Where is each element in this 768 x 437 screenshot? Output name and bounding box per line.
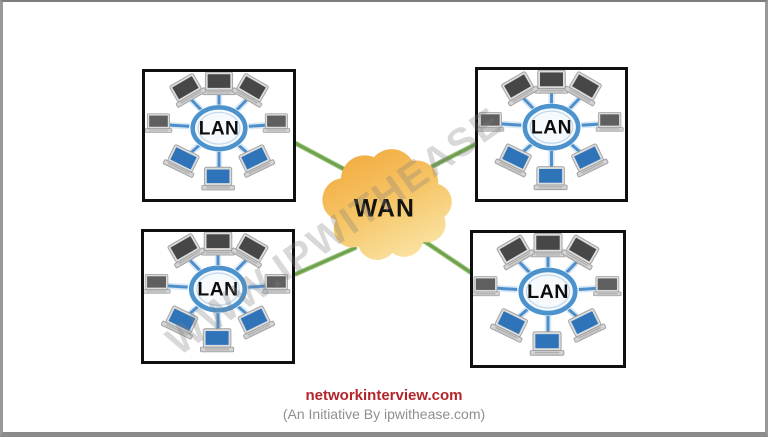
lan-box-top-left: LAN xyxy=(142,69,296,202)
lan-label: LAN xyxy=(199,119,240,140)
footer-tagline-text: (An Initiative By ipwithease.com) xyxy=(282,405,486,422)
link-lan-top-right xyxy=(431,142,478,168)
lan-box-bottom-left: LAN xyxy=(141,229,295,364)
wan-label: WAN xyxy=(354,195,415,222)
lan-label: LAN xyxy=(197,279,238,301)
wan-cloud-icon: WAN xyxy=(322,149,452,260)
lan-network-icon: LAN xyxy=(145,72,293,199)
lan-box-top-right: LAN xyxy=(475,67,628,202)
footer-site-text: networkinterview.com xyxy=(305,387,463,404)
wan-cloud: WAN xyxy=(313,135,458,271)
footer: networkinterview.com (An Initiative By i… xyxy=(3,387,765,422)
lan-network-icon: LAN xyxy=(144,232,292,361)
lan-box-bottom-right: LAN xyxy=(470,230,626,368)
lan-label: LAN xyxy=(527,281,569,303)
lan-label: LAN xyxy=(531,118,572,139)
lan-network-icon: LAN xyxy=(473,233,623,365)
link-lan-bottom-right xyxy=(419,237,472,274)
link-lan-bottom-left xyxy=(294,246,357,276)
lan-network-icon: LAN xyxy=(478,70,625,199)
